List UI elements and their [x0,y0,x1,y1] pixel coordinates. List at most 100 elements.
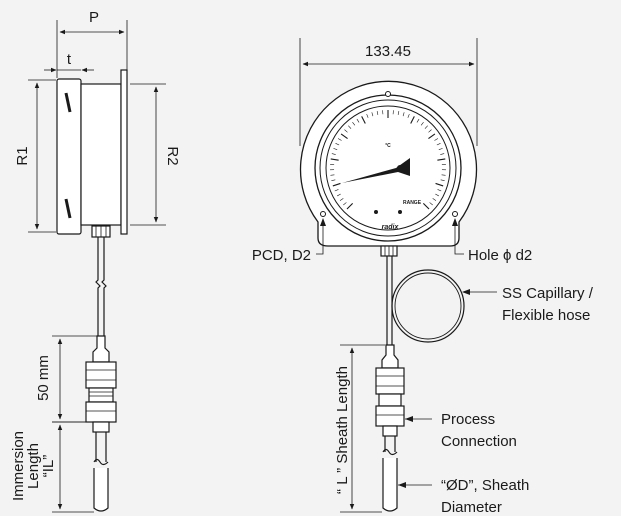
dial-minor-tick [352,121,356,126]
dial-major-tick [330,158,339,161]
dial-minor-tick [376,110,379,116]
dial-major-tick [422,202,430,210]
hole-label: Hole ϕ d2 [468,247,532,264]
front-sheath-break [382,448,398,456]
dial-major-tick [435,182,444,187]
sheath-break [93,458,109,466]
dial-minor-tick [333,148,338,150]
capillary-left [95,237,101,336]
dial-minor-tick [397,110,400,116]
front-fitting-nut-lower [375,405,405,427]
r2-label: R2 [164,146,181,165]
dial-minor-tick [348,125,352,129]
process-arrowhead [405,416,413,422]
dial-minor-tick [437,189,442,192]
capillary-label-2: Flexible hose [502,307,590,324]
dial-minor-tick [438,148,443,150]
fitting-tail [92,421,110,433]
hole-arrowhead [452,218,458,226]
dial-major-tick [437,158,446,161]
dial-ticks [330,110,446,210]
fitting-nose [92,335,110,363]
dial-minor-tick [366,113,369,118]
dial-minor-tick [339,198,344,201]
dial-minor-tick [432,198,437,201]
mounting-hole-left [320,211,326,217]
width-label: 133.45 [365,43,411,60]
diameter-label-1: “ØD”, Sheath [441,477,529,494]
brand-logo: radix [382,224,400,231]
dial-dot-right [398,210,402,214]
dial-minor-tick [424,125,428,129]
process-label-1: Process [441,411,495,428]
pcd-leader [316,219,324,255]
front-fitting-tail [382,425,398,437]
50mm-label: 50 mm [35,355,52,401]
dial-dot-left [374,210,378,214]
dial-minor-tick [356,118,360,123]
dial-minor-tick [440,153,445,155]
immersion-label-1: Immersion [10,431,27,501]
dial-minor-tick [441,174,446,176]
front-fitting-nut-upper [375,367,405,395]
slot-bottom [64,198,72,219]
dial-major-tick [428,133,436,140]
dial-unit: °C [385,143,391,149]
capillary-right [101,237,107,336]
dial-minor-tick [331,153,336,155]
capillary-arrowhead [462,289,470,295]
fitting-nut-lower [85,401,117,423]
slot-top [64,92,72,113]
front-sheath-lower [382,458,398,512]
dial-major-tick [361,116,366,124]
top-vent-hole [385,91,391,97]
dial-minor-tick [344,129,348,133]
dial-major-tick [410,116,415,124]
dial-major-tick [340,133,348,140]
pcd-arrowhead [320,218,326,226]
dial-minor-tick [335,143,340,146]
dial-minor-tick [330,174,335,176]
pointer-hub [397,165,403,171]
sheath-lower [93,468,109,512]
dial-face [325,105,451,231]
dial-minor-tick [331,179,336,181]
dial-minor-tick [428,129,432,133]
fitting-nut-upper [85,361,117,389]
t-label: t [67,51,72,68]
pointer-needle [342,158,410,183]
sheath-length-label: “ L ” Sheath Length [334,366,351,494]
dial-minor-tick [337,138,342,141]
dial-minor-tick [343,202,347,206]
side-view: P t R1 R2 50 mm [10,9,181,513]
immersion-label-2: Length [25,443,42,489]
front-view: 133.45 °C RANGE radix [252,38,594,516]
dial-minor-tick [337,193,341,197]
dial-major-tick [346,202,354,210]
dial-minor-tick [434,138,439,141]
mounting-hole-right [452,211,458,217]
diameter-label-2: Diameter [441,499,502,516]
capillary-label-1: SS Capillary / [502,285,594,302]
dial-minor-tick [440,179,445,181]
hole-leader [454,219,464,255]
dial-minor-tick [436,143,441,146]
dial-minor-tick [416,118,420,123]
mounting-flange [120,69,128,235]
r1-label: R1 [14,146,31,165]
dial-minor-tick [435,193,439,197]
dial-minor-tick [420,121,424,126]
process-label-2: Connection [441,433,517,450]
dial-minor-tick [402,112,405,117]
dial-minor-tick [429,202,433,206]
front-fitting-nose [381,344,399,369]
dial-minor-tick [371,112,374,117]
front-fitting-thread [378,393,402,407]
dial-minor-tick [407,113,410,118]
dial-range: RANGE [403,200,422,206]
dial-major-tick [332,182,341,187]
sheath-upper [95,432,107,462]
fitting-thread [88,387,114,403]
